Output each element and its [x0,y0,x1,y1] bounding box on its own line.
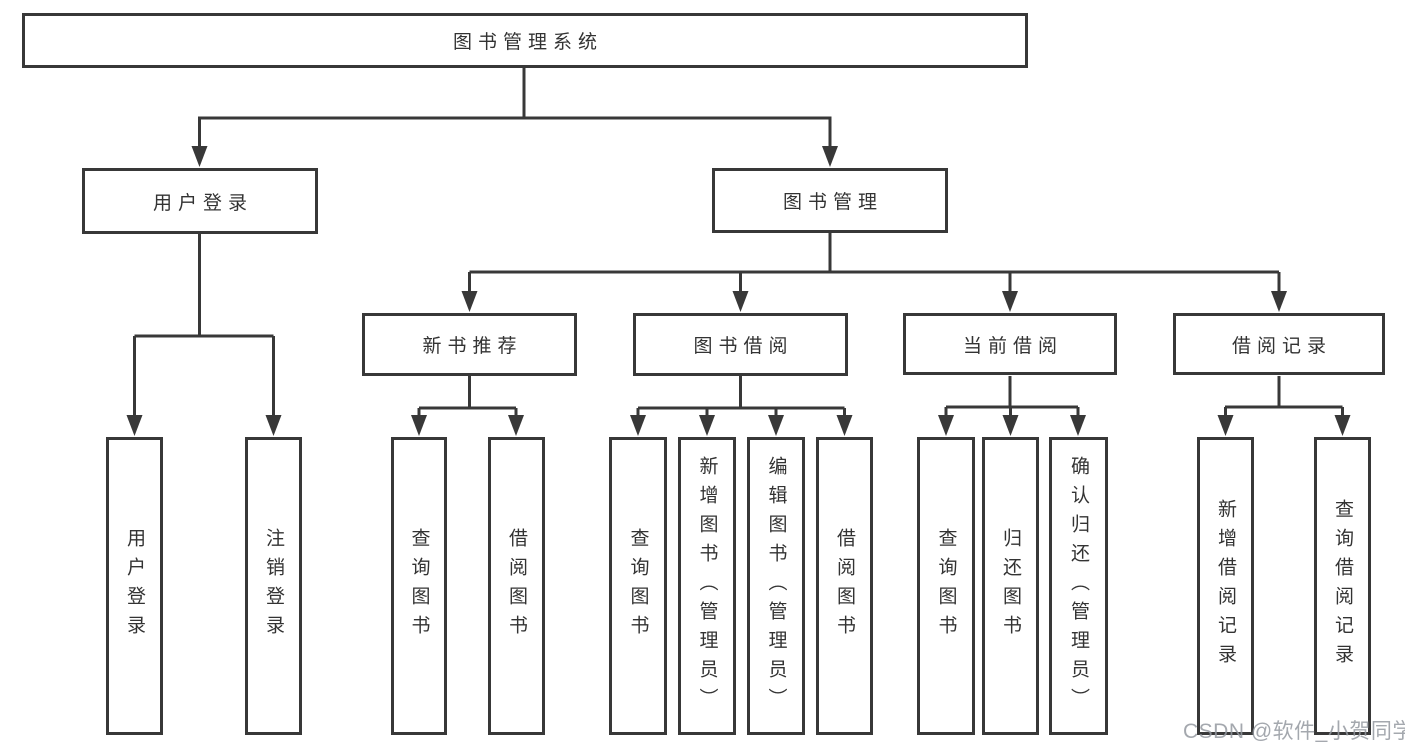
node-new-book-recommend: 新书推荐 [362,313,577,376]
arrow-down-icon [191,146,208,167]
node-book-borrowing: 图书借阅 [633,313,848,376]
leaf-confirm-return-admin: 确认归还（管理员） [1049,437,1108,735]
leaf-query-books-recommend: 查询图书 [391,437,447,735]
node-label: 新增图书（管理员） [696,455,718,717]
leaf-query-borrow-record: 查询借阅记录 [1314,437,1371,735]
node-label: 当前借阅 [962,335,1063,357]
node-label: 图书管理 [782,192,883,213]
arrow-down-icon [1217,415,1234,436]
node-library-system: 图书管理系统 [22,13,1028,68]
arrow-down-icon [938,415,954,436]
arrow-down-icon [126,415,143,436]
leaf-borrow-books: 借阅图书 [816,437,873,735]
node-label: 用户登录 [124,528,145,644]
arrow-down-icon [411,415,427,436]
leaf-query-books-current: 查询图书 [917,437,975,735]
leaf-add-book-admin: 新增图书（管理员） [678,437,736,735]
leaf-query-books-borrow: 查询图书 [609,437,667,735]
node-label: 图书借阅 [693,336,794,357]
node-book-management: 图书管理 [712,168,948,233]
arrowhead-icons [126,146,1351,436]
node-current-borrowing: 当前借阅 [903,313,1117,375]
arrow-down-icon [1002,415,1019,436]
arrow-down-icon [461,291,478,312]
arrow-down-icon [1334,415,1351,436]
arrow-down-icon [1002,291,1018,312]
arrow-down-icon [699,415,715,436]
arrow-down-icon [822,146,838,167]
node-label: 图书管理系统 [452,32,603,53]
arrow-down-icon [836,415,853,436]
node-label: 借阅记录 [1231,335,1332,357]
node-label: 查询图书 [935,528,957,644]
watermark: CSDN @软件_小贺同学 [1183,720,1405,743]
arrow-down-icon [768,415,784,436]
node-label: 新书推荐 [422,336,523,357]
node-label: 编辑图书（管理员） [765,455,787,717]
node-label: 借阅图书 [834,528,855,644]
arrow-down-icon [1271,291,1287,312]
arrow-down-icon [1070,415,1086,436]
node-label: 查询借阅记录 [1332,499,1353,673]
node-label: 归还图书 [1000,528,1021,644]
leaf-return-book: 归还图书 [982,437,1039,735]
node-label: 查询图书 [627,528,649,644]
leaf-add-borrow-record: 新增借阅记录 [1197,437,1254,735]
node-label: 用户登录 [152,192,253,214]
arrow-down-icon [508,415,524,436]
node-label: 借阅图书 [506,528,527,644]
arrow-down-icon [265,415,282,436]
leaf-logout: 注销登录 [245,437,302,735]
leaf-user-login: 用户登录 [106,437,163,735]
elbow-connectors [133,67,1344,420]
leaf-edit-book-admin: 编辑图书（管理员） [747,437,805,735]
node-borrowing-records: 借阅记录 [1173,313,1385,375]
leaf-borrow-books-recommend: 借阅图书 [488,437,545,735]
node-label: 注销登录 [263,528,284,644]
arrow-down-icon [732,291,749,312]
node-label: 新增借阅记录 [1215,499,1236,673]
node-label: 查询图书 [408,528,430,644]
node-user-login: 用户登录 [82,168,318,234]
arrow-down-icon [630,415,646,436]
node-label: 确认归还（管理员） [1068,455,1089,717]
